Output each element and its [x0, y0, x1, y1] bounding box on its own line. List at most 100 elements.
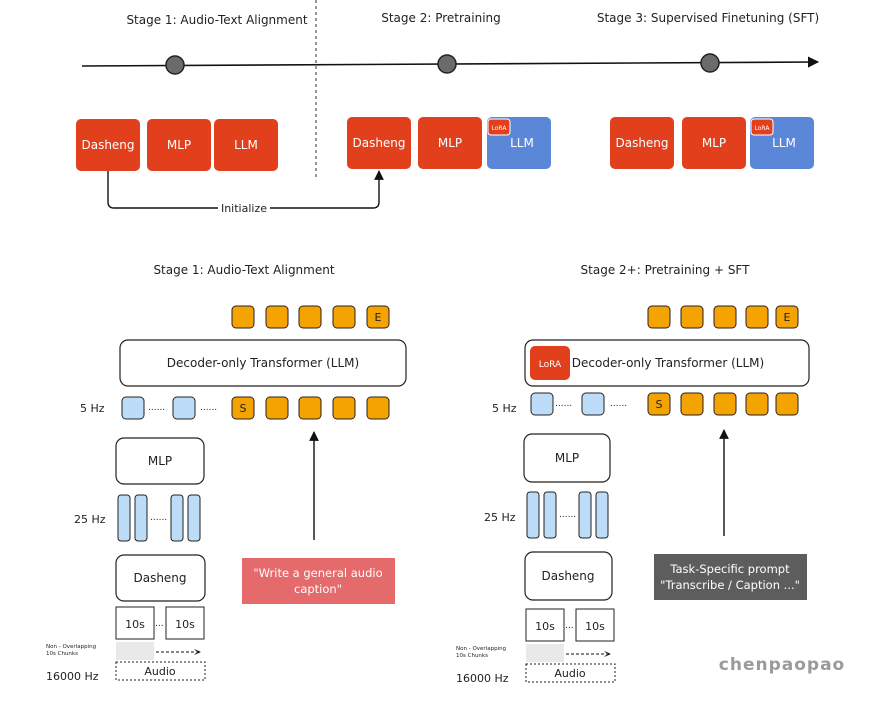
right-output-tokens: E	[647, 305, 799, 329]
stage1-mlp-box	[147, 119, 211, 171]
left-mlp-box	[115, 437, 205, 485]
stage3-lora-badge	[750, 118, 774, 136]
right-panel-title: Stage 2+: Pretraining + SFT	[581, 263, 751, 277]
audio-label: Audio	[144, 665, 176, 678]
feature-frame	[170, 494, 184, 542]
right-chunk-ellipsis: ...	[565, 621, 574, 631]
stage1-llm-box	[214, 119, 278, 171]
left-chunk-ellipsis: ...	[155, 619, 164, 629]
start-token-label: S	[656, 398, 663, 411]
right-dasheng-label: Dasheng	[541, 569, 594, 583]
audio-token	[530, 392, 554, 416]
output-token	[265, 305, 289, 329]
left-output-tokens: E	[231, 305, 390, 329]
prompt-token	[775, 392, 799, 416]
prompt-token	[680, 392, 704, 416]
right-prompt-line1: Task-Specific prompt	[669, 562, 790, 576]
feature-frame	[543, 491, 557, 539]
right-decoder-label: Decoder-only Transformer (LLM)	[572, 356, 764, 370]
feature-frame	[117, 494, 131, 542]
left-prompt-line2: caption"	[294, 582, 342, 596]
left-dasheng-label: Dasheng	[133, 571, 186, 585]
end-token-label: E	[784, 311, 791, 324]
stage1-dasheng-label: Dasheng	[81, 138, 134, 152]
audio-label: Audio	[554, 667, 586, 680]
right-ellipsis-5hz-2: ......	[610, 399, 627, 409]
left-dasheng-box	[115, 554, 206, 602]
chunk-window-shade	[526, 644, 564, 662]
left-panel-title: Stage 1: Audio-Text Alignment	[153, 263, 334, 277]
chunk-label: 10s	[585, 620, 605, 633]
right-ellipsis-25hz: ......	[559, 510, 576, 520]
right-decoder-box	[524, 339, 810, 387]
audio-token	[581, 392, 605, 416]
stage3-mlp-box	[682, 117, 746, 169]
initialize-label-bg	[218, 200, 270, 216]
audio-box	[115, 661, 206, 681]
feature-frame	[578, 491, 592, 539]
stage2-lora-badge	[487, 118, 511, 136]
prompt-token	[332, 396, 356, 420]
chunk-window-shade	[116, 642, 154, 660]
end-token-label: E	[375, 311, 382, 324]
right-lora-label: LoRA	[539, 360, 562, 370]
initialize-label: Initialize	[221, 202, 267, 215]
chunk-label: 10s	[175, 618, 195, 631]
stage3-dasheng-label: Dasheng	[615, 136, 668, 150]
chunks-note-line2: 10s Chunks	[46, 651, 78, 657]
chunks-note-line2: 10s Chunks	[456, 653, 488, 659]
stage1-llm-label: LLM	[234, 138, 258, 152]
stage2-lora-label: LoRA	[492, 125, 508, 132]
output-token	[298, 305, 322, 329]
left-prompt-line1: "Write a general audio	[253, 566, 382, 580]
watermark: chenpaopao	[719, 655, 845, 675]
chunk-box	[575, 608, 615, 642]
right-rate-16k: 16000 Hz	[456, 672, 509, 685]
left-panel: Stage 1: Audio-Text Alignment E Decoder-…	[46, 263, 407, 683]
right-prompt-line2: "Transcribe / Caption ..."	[660, 578, 800, 592]
chunks-note-line1: Non - Overlapping	[46, 644, 96, 650]
chunk-label: 10s	[535, 620, 555, 633]
chunk-box	[525, 608, 565, 642]
chunks-note-line1: Non - Overlapping	[456, 646, 506, 652]
stage3-llm-label: LLM	[772, 136, 796, 150]
left-decoder-label: Decoder-only Transformer (LLM)	[167, 356, 359, 370]
initialize-connector: Initialize	[107, 170, 384, 216]
feature-frame	[134, 494, 148, 542]
audio-token	[172, 396, 196, 420]
stage3-label: Stage 3: Supervised Finetuning (SFT)	[597, 11, 819, 25]
stage1-dasheng-box	[76, 119, 140, 171]
output-token	[332, 305, 356, 329]
left-ellipsis-25hz: ......	[150, 513, 167, 523]
left-ellipsis-5hz-2: ......	[200, 403, 217, 413]
left-prompt-box	[242, 558, 395, 604]
prompt-token	[713, 392, 737, 416]
output-token	[713, 305, 737, 329]
start-token	[231, 396, 255, 420]
stage1-mlp-label: MLP	[167, 138, 191, 152]
stage2-modules: Dasheng MLP LLM LoRA	[347, 117, 551, 169]
output-token	[231, 305, 255, 329]
output-token	[647, 305, 671, 329]
right-ellipsis-5hz-1: ......	[555, 399, 572, 409]
left-rate-5hz: 5 Hz	[80, 402, 105, 415]
stage3-mlp-label: MLP	[702, 136, 726, 150]
stage2-llm-label: LLM	[510, 136, 534, 150]
feature-frame	[526, 491, 540, 539]
stage2-mlp-box	[418, 117, 482, 169]
stage1-label: Stage 1: Audio-Text Alignment	[126, 13, 307, 27]
timeline-node-1	[165, 55, 185, 75]
right-lora-badge	[530, 346, 570, 380]
stage2-dasheng-box	[347, 117, 411, 169]
timeline: Stage 1: Audio-Text Alignment Stage 2: P…	[81, 0, 819, 180]
right-dasheng-box	[524, 551, 613, 601]
right-prompt-box	[654, 554, 807, 600]
left-rate-16k: 16000 Hz	[46, 670, 99, 683]
right-rate-5hz: 5 Hz	[492, 402, 517, 415]
chunk-box	[115, 606, 155, 640]
stage3-dasheng-box	[610, 117, 674, 169]
stage3-lora-label: LoRA	[755, 125, 771, 132]
audio-token	[121, 396, 145, 420]
